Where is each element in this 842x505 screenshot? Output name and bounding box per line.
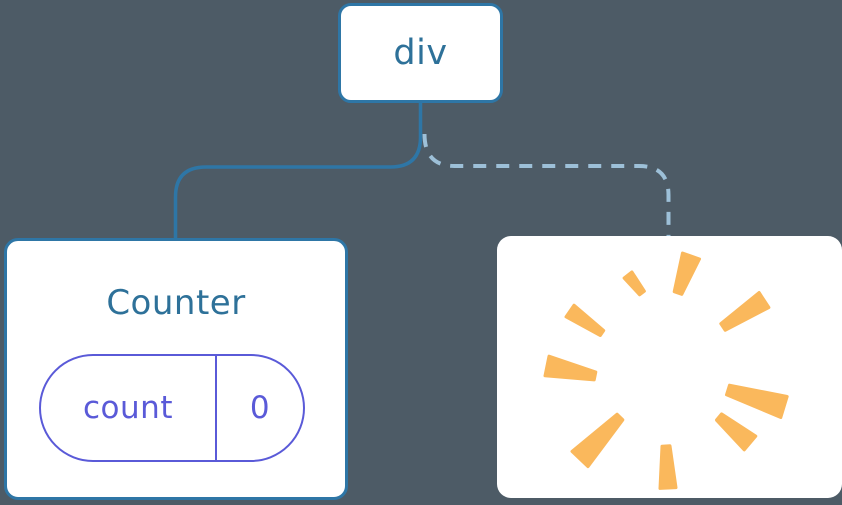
state-key: count <box>41 356 217 460</box>
poof-ray <box>570 412 625 469</box>
removed-card <box>497 236 842 498</box>
state-key-label: count <box>83 390 173 426</box>
poof-ray <box>564 303 606 337</box>
poof-ray <box>725 383 789 419</box>
solid-edge <box>173 102 423 238</box>
poof-ray <box>622 270 646 297</box>
poof-ray <box>719 291 771 332</box>
dashed-edge <box>422 133 671 236</box>
state-value: 0 <box>217 356 303 460</box>
poof-ray <box>543 354 598 382</box>
poof-ray <box>714 412 758 452</box>
root-node-div: div <box>338 3 503 103</box>
poof-ray <box>672 251 701 296</box>
poof-ray <box>658 444 678 490</box>
state-value-label: 0 <box>249 390 271 426</box>
counter-card: Counter count 0 <box>4 238 348 500</box>
root-node-label: div <box>393 33 448 73</box>
counter-card-title: Counter <box>106 283 246 323</box>
poof-burst-icon <box>543 251 789 490</box>
state-pill: count 0 <box>39 354 305 462</box>
